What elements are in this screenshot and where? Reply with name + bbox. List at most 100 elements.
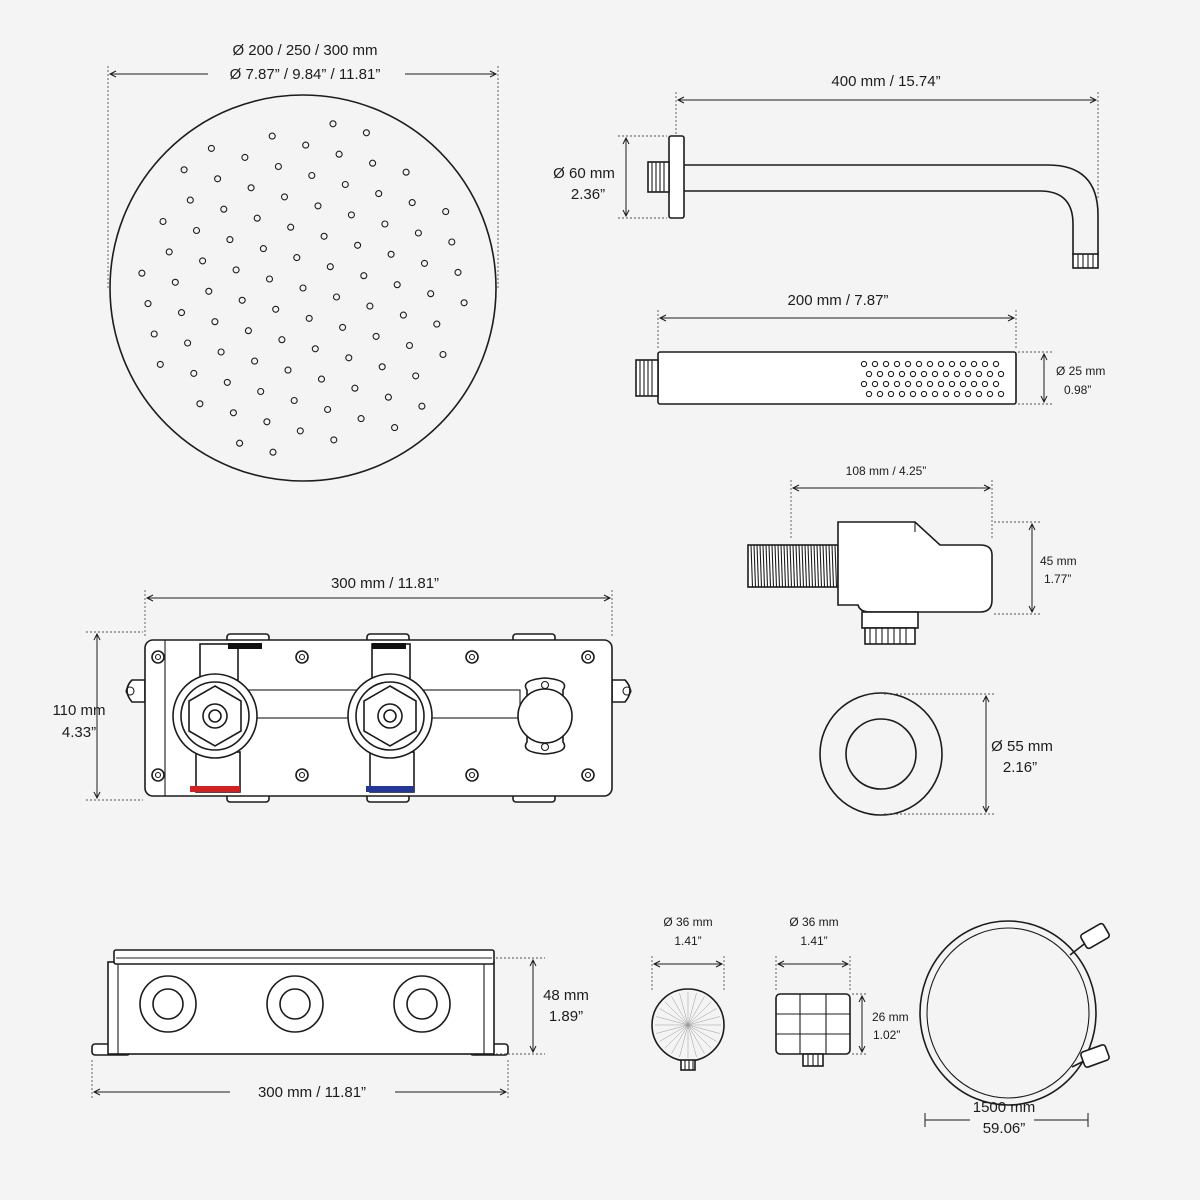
bolt-center: [298, 653, 306, 661]
nozzle: [931, 370, 939, 378]
knob-a-diameter-mm: Ø 36 mm: [663, 915, 712, 929]
nozzle: [196, 400, 204, 408]
nozzle: [427, 290, 435, 298]
thread-line: [762, 544, 766, 588]
nozzle: [177, 309, 186, 317]
nozzle: [274, 162, 282, 171]
rain-head-nozzles: [138, 120, 468, 456]
thread-line: [753, 544, 757, 588]
nozzle: [354, 241, 362, 249]
nozzle: [238, 296, 246, 304]
rain-head-diameter-in: Ø 7.87” / 9.84” / 11.81”: [230, 66, 381, 83]
thread-line: [759, 544, 763, 588]
nozzle: [190, 369, 198, 377]
bolt: [295, 768, 309, 782]
nozzle: [926, 380, 934, 388]
nozzle: [959, 360, 967, 368]
nozzle: [997, 390, 1005, 398]
nozzle: [942, 390, 950, 398]
nozzle: [214, 175, 222, 183]
nozzle: [207, 144, 215, 152]
arm-length-label: 400 mm / 15.74”: [831, 73, 940, 90]
brushed-line: [664, 1001, 689, 1026]
nozzle: [439, 350, 447, 359]
arm-flange-in: 2.36”: [571, 186, 605, 203]
nozzle: [357, 415, 365, 423]
brushed-line: [656, 1016, 689, 1026]
nozzle: [378, 363, 386, 371]
trim-height-in: 1.89”: [549, 1008, 583, 1025]
nozzle: [253, 214, 261, 222]
nozzle: [351, 384, 359, 392]
bolt-center: [154, 771, 162, 779]
brushed-line: [659, 1008, 689, 1026]
nozzle: [964, 390, 972, 398]
nozzle: [290, 396, 298, 405]
trim-width-label: 300 mm / 11.81”: [258, 1084, 366, 1101]
nozzle: [341, 180, 349, 189]
hand-shower: [635, 351, 1017, 405]
thread-line: [786, 544, 790, 588]
nozzle: [268, 132, 276, 140]
nozzle: [387, 250, 395, 258]
nozzle: [860, 380, 868, 388]
nozzle: [915, 360, 923, 368]
valve-mounting-bolts: [151, 650, 595, 782]
thread-line: [831, 544, 835, 588]
nozzle: [898, 390, 906, 398]
nozzle: [860, 360, 868, 368]
nozzle: [220, 205, 228, 213]
nozzle: [236, 439, 244, 447]
brushed-line: [687, 1024, 717, 1042]
nozzle: [887, 370, 895, 378]
bolt-center: [468, 653, 476, 661]
shower-arm-dimensions: 400 mm / 15.74” Ø 60 mm 2.36”: [553, 73, 1099, 219]
nozzle: [311, 345, 319, 353]
nozzle: [454, 268, 462, 276]
nozzle: [199, 257, 207, 265]
nozzle: [418, 402, 426, 410]
cold-inlet-marker-blue: [366, 786, 414, 792]
bolt-center: [468, 771, 476, 779]
outlet-marker-black: [228, 643, 262, 649]
nozzle: [296, 427, 304, 435]
rain-head-dimension: Ø 200 / 250 / 300 mm Ø 7.87” / 9.84” / 1…: [107, 42, 499, 290]
nozzle: [138, 269, 146, 277]
brushed-line: [671, 1024, 689, 1054]
thread-line: [789, 544, 793, 588]
round-knob-dimensions: Ø 36 mm 1.41”: [651, 915, 725, 990]
rosette-diameter-mm: Ø 55 mm: [991, 738, 1053, 755]
nozzle: [986, 390, 994, 398]
nozzle: [263, 418, 271, 426]
nozzle: [876, 370, 884, 378]
nozzle: [381, 220, 389, 228]
nozzle: [366, 302, 374, 310]
brushed-line: [687, 996, 705, 1026]
nozzle: [997, 370, 1005, 378]
nozzle: [362, 129, 370, 137]
thread-line: [768, 544, 772, 588]
thread-line: [819, 544, 823, 588]
shower-arm: [647, 135, 1099, 269]
thread-line: [756, 544, 760, 588]
hand-shower-nozzles: [860, 360, 1005, 398]
bolt: [465, 768, 479, 782]
nozzle: [981, 360, 989, 368]
nozzle: [244, 327, 252, 335]
brushed-line: [687, 1024, 712, 1049]
brushed-line: [687, 1008, 717, 1026]
nozzle: [156, 360, 164, 368]
nozzle: [448, 238, 456, 246]
bolt-center: [584, 653, 592, 661]
thread-line: [795, 544, 799, 588]
nozzle: [329, 120, 337, 128]
brushed-line: [687, 1024, 705, 1054]
thread-line: [777, 544, 781, 588]
nozzle: [865, 390, 873, 398]
thread-line: [783, 544, 787, 588]
bolt: [151, 768, 165, 782]
nozzle: [186, 196, 194, 204]
brushed-line: [659, 1024, 689, 1042]
nozzle: [986, 370, 994, 378]
valve-height-in: 4.33”: [62, 724, 96, 741]
